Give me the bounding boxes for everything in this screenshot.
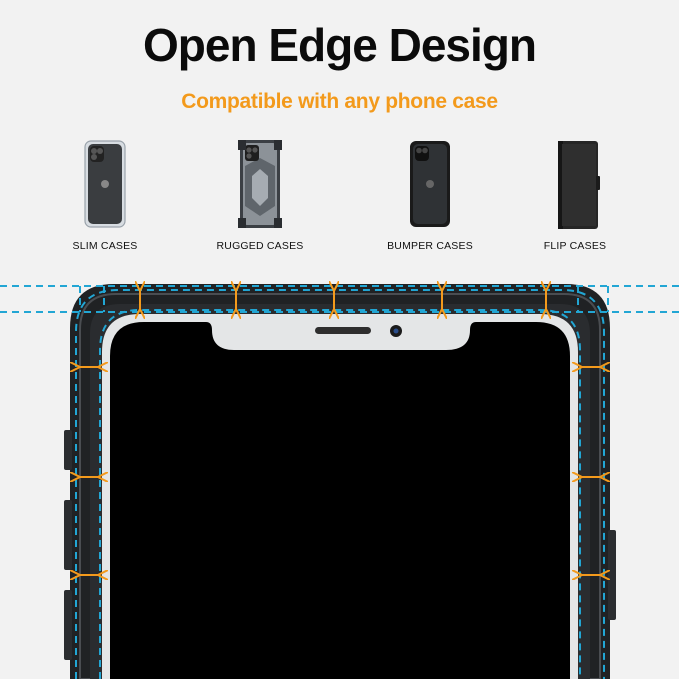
gap-arrows xyxy=(79,290,601,575)
flip-case-icon xyxy=(558,141,600,229)
case-item-rugged: RUGGED CASES xyxy=(185,136,335,256)
volume-button xyxy=(64,500,72,570)
rugged-case-icon xyxy=(238,140,282,228)
phone-frame-highlight xyxy=(79,293,601,679)
case-label: RUGGED CASES xyxy=(216,240,304,252)
case-item-bumper: BUMPER CASES xyxy=(355,136,505,256)
volume-button xyxy=(64,430,72,470)
case-item-flip: FLIP CASES xyxy=(500,136,650,256)
volume-button xyxy=(64,590,72,660)
case-label: SLIM CASES xyxy=(72,240,138,252)
case-item-slim: SLIM CASES xyxy=(30,136,180,256)
display xyxy=(110,322,570,679)
headline: Open Edge Design xyxy=(143,19,537,71)
subheadline: Compatible with any phone case xyxy=(181,90,498,113)
earpiece-speaker xyxy=(315,327,371,334)
case-label: BUMPER CASES xyxy=(387,240,473,252)
slim-case-icon xyxy=(84,140,126,228)
power-button xyxy=(608,530,616,620)
bumper-case-icon xyxy=(410,141,450,227)
open-edge-guides xyxy=(0,285,679,679)
phone-open-edge-diagram xyxy=(0,270,679,679)
case-label: FLIP CASES xyxy=(543,240,607,252)
